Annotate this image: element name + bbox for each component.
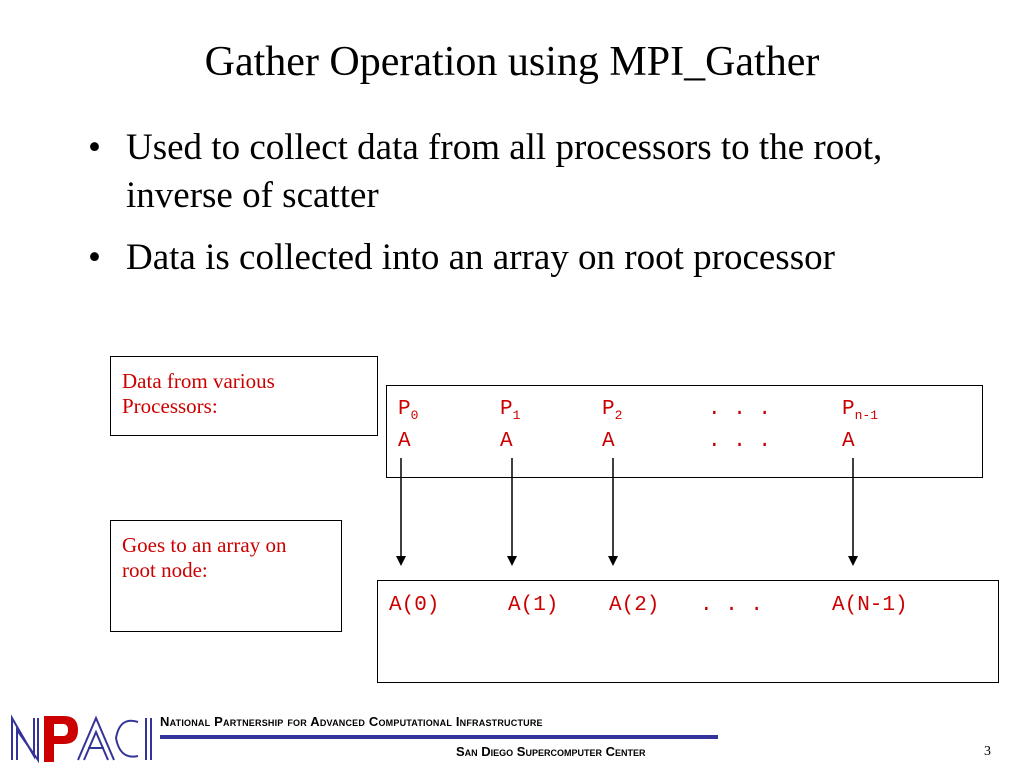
npaci-logo — [11, 714, 152, 764]
processor-value: A — [602, 430, 615, 453]
array-cell: A(N-1) — [832, 594, 908, 617]
array-cell: A(1) — [508, 594, 559, 617]
footer-divider — [160, 735, 718, 739]
bullet-dot-icon: • — [88, 237, 101, 278]
source-label: Data from various Processors: — [122, 369, 275, 418]
arrow-p1 — [507, 458, 517, 566]
slide-title: Gather Operation using MPI_Gather — [204, 39, 820, 85]
bullet-item: • Used to collect data from all processo… — [88, 124, 968, 220]
processor-value-ellipsis: . . . — [708, 430, 772, 453]
bullet-dot-icon: • — [88, 127, 101, 168]
processor-label: P1 — [500, 398, 521, 424]
arrow-p0 — [396, 458, 406, 566]
source-label-box: Data from various Processors: — [110, 356, 378, 436]
array-ellipsis: . . . — [700, 594, 764, 617]
arrow-pn1 — [848, 458, 858, 566]
processor-value: A — [398, 430, 411, 453]
target-label-box: Goes to an array on root node: — [110, 520, 342, 632]
bullet-item: • Data is collected into an array on roo… — [88, 234, 968, 282]
footer-center: San Diego Supercomputer Center — [456, 744, 646, 759]
bullet-text: Data is collected into an array on root … — [126, 237, 835, 278]
processor-value: A — [500, 430, 513, 453]
target-label: Goes to an array on root node: — [122, 533, 287, 582]
processor-value: A — [842, 430, 855, 453]
root-array-box — [377, 580, 999, 683]
processor-ellipsis: . . . — [708, 398, 772, 421]
array-cell: A(2) — [609, 594, 660, 617]
array-cell: A(0) — [389, 594, 440, 617]
processor-box — [386, 385, 983, 478]
bullet-text: Used to collect data from all processors… — [126, 127, 883, 216]
footer-organization: National Partnership for Advanced Comput… — [160, 714, 543, 729]
arrow-p2 — [608, 458, 618, 566]
processor-label: P0 — [398, 398, 419, 424]
page-number: 3 — [984, 744, 991, 759]
processor-label: Pn-1 — [842, 398, 879, 424]
processor-label: P2 — [602, 398, 623, 424]
bullet-list: • Used to collect data from all processo… — [88, 124, 968, 296]
